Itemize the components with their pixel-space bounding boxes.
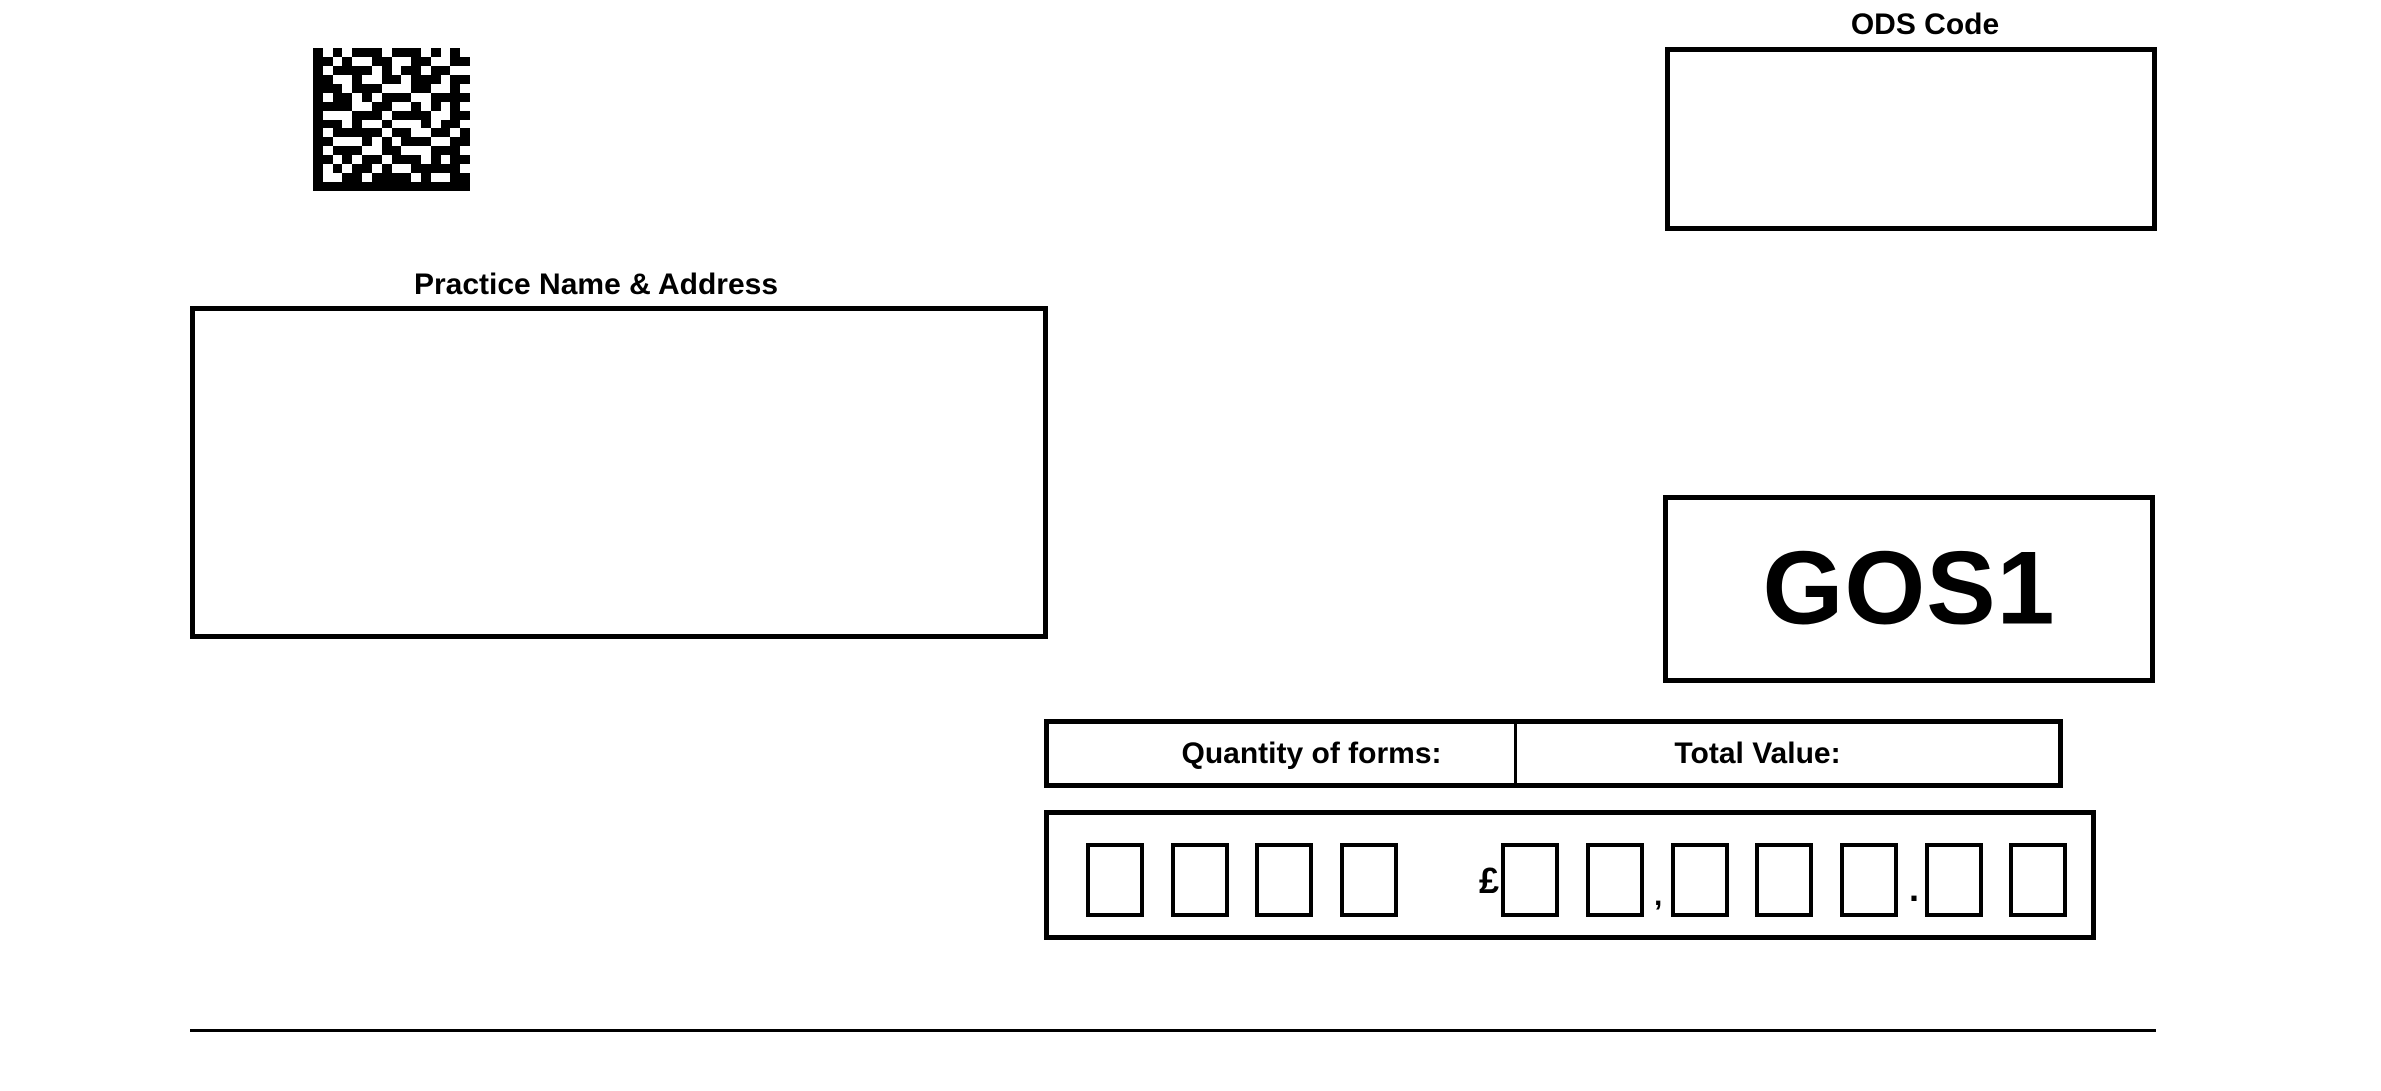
quantity-of-forms-label: Quantity of forms: (1049, 724, 1517, 783)
thousands-separator: , (1654, 879, 1663, 912)
form-code-box: GOS1 (1663, 495, 2155, 683)
quantity-digit-box[interactable] (1171, 843, 1229, 917)
total-value-label: Total Value: (1674, 736, 1841, 770)
form-code: GOS1 (1762, 530, 2056, 647)
value-digit-box[interactable] (1586, 843, 1644, 917)
currency-symbol: £ (1479, 860, 1500, 901)
quantity-digit-box[interactable] (1340, 843, 1398, 917)
datamatrix-barcode (313, 48, 470, 191)
practice-name-address-label: Practice Name & Address (413, 268, 779, 301)
ods-code-label: ODS Code (1850, 8, 2000, 41)
quantity-digit-box[interactable] (1255, 843, 1313, 917)
value-digit-box[interactable] (1925, 843, 1983, 917)
value-digit-box[interactable] (2009, 843, 2067, 917)
claim-summary-header: Quantity of forms: Total Value: (1044, 719, 2063, 788)
value-digit-box[interactable] (1755, 843, 1813, 917)
claim-summary-entry: £ , . (1044, 810, 2096, 940)
value-digit-box[interactable] (1501, 843, 1559, 917)
decimal-separator: . (1909, 868, 1920, 909)
quantity-digit-box[interactable] (1086, 843, 1144, 917)
value-digit-box[interactable] (1840, 843, 1898, 917)
bottom-divider (190, 1029, 2156, 1032)
practice-name-address-field[interactable] (190, 306, 1048, 639)
value-digit-box[interactable] (1671, 843, 1729, 917)
ods-code-field[interactable] (1665, 47, 2157, 231)
